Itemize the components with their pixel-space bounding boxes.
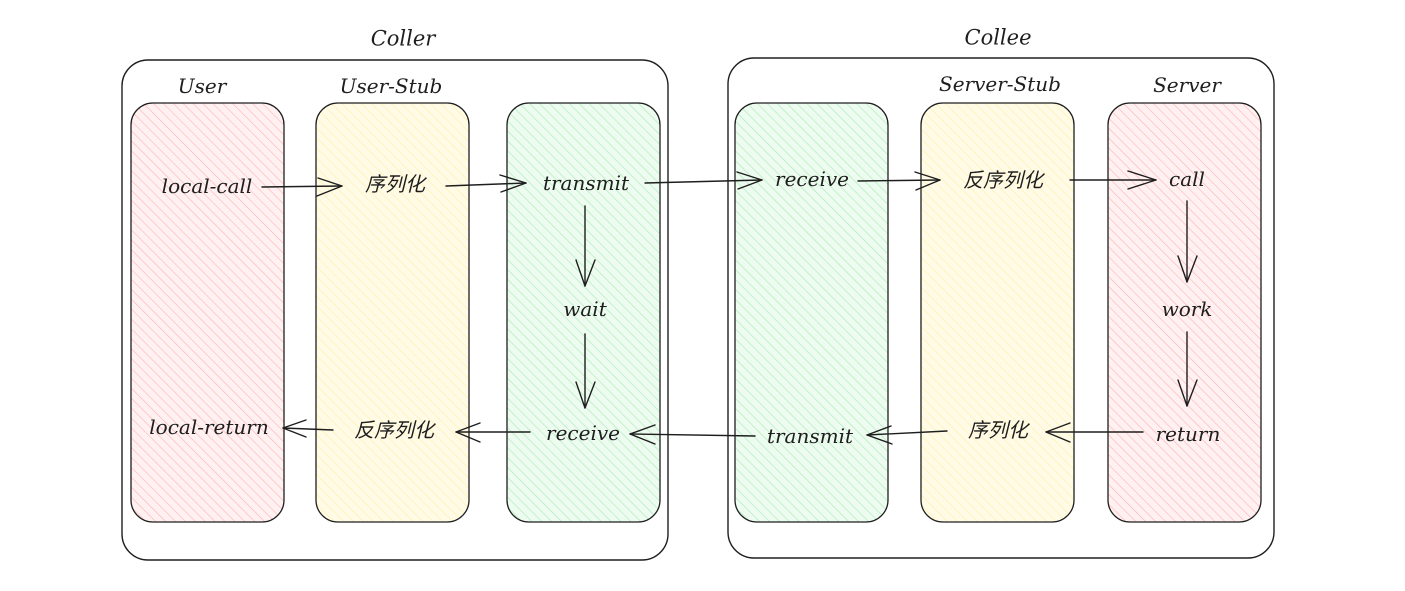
- arrow-transmit-to-callee-receive: [644, 171, 763, 190]
- user-lane: [130, 102, 285, 523]
- callee-receive-step: receive: [775, 167, 849, 191]
- callee-transmit-step: transmit: [766, 424, 854, 448]
- caller-group-title: Coller: [370, 26, 436, 51]
- caller-receive-step: receive: [546, 421, 620, 445]
- arrow-transmit-to-wait: [575, 205, 596, 287]
- call-step: call: [1169, 167, 1205, 191]
- work-step: work: [1161, 297, 1213, 321]
- arrow-wait-to-receive: [575, 333, 596, 409]
- arrow-return-to-server-serialize: [1045, 422, 1144, 443]
- arrow-server-serialize-to-transmit: [866, 425, 948, 445]
- user-serialize-step: 序列化: [365, 172, 425, 196]
- arrow-caller-receive-to-deserialize: [455, 422, 531, 443]
- server-serialize-step: 序列化: [968, 418, 1028, 442]
- local-return-step: local-return: [149, 415, 269, 439]
- server-column-title: Server: [1153, 73, 1221, 97]
- arrow-server-deserialize-to-call: [1069, 170, 1157, 190]
- callee-group-box: [727, 57, 1275, 559]
- callee-transport-lane: [734, 102, 889, 523]
- arrow-deserialize-to-local-return: [282, 419, 334, 438]
- server-lane: [1107, 102, 1262, 523]
- arrow-local-call-to-serialize: [261, 177, 343, 197]
- arrow-serialize-to-transmit: [445, 174, 527, 193]
- local-call-step: local-call: [161, 174, 253, 198]
- caller-group-box: [121, 59, 669, 561]
- callee-group-title: Collee: [964, 25, 1032, 50]
- arrow-callee-transmit-to-caller-receive: [629, 424, 756, 445]
- user-column-title: User: [177, 74, 227, 98]
- server-stub-column-title: Server-Stub: [939, 72, 1061, 96]
- arrow-call-to-work: [1177, 200, 1198, 283]
- server-deserialize-step: 反序列化: [963, 168, 1043, 192]
- wait-step: wait: [563, 297, 607, 321]
- arrow-receive-to-server-deserialize: [857, 171, 941, 191]
- caller-transmit-step: transmit: [542, 171, 630, 195]
- arrow-work-to-return: [1177, 331, 1198, 407]
- user-deserialize-step: 反序列化: [354, 418, 434, 442]
- server-stub-lane: [920, 102, 1075, 523]
- caller-transport-lane: [506, 102, 661, 523]
- user-stub-column-title: User-Stub: [339, 74, 443, 98]
- user-stub-lane: [315, 102, 470, 523]
- return-step: return: [1155, 422, 1221, 446]
